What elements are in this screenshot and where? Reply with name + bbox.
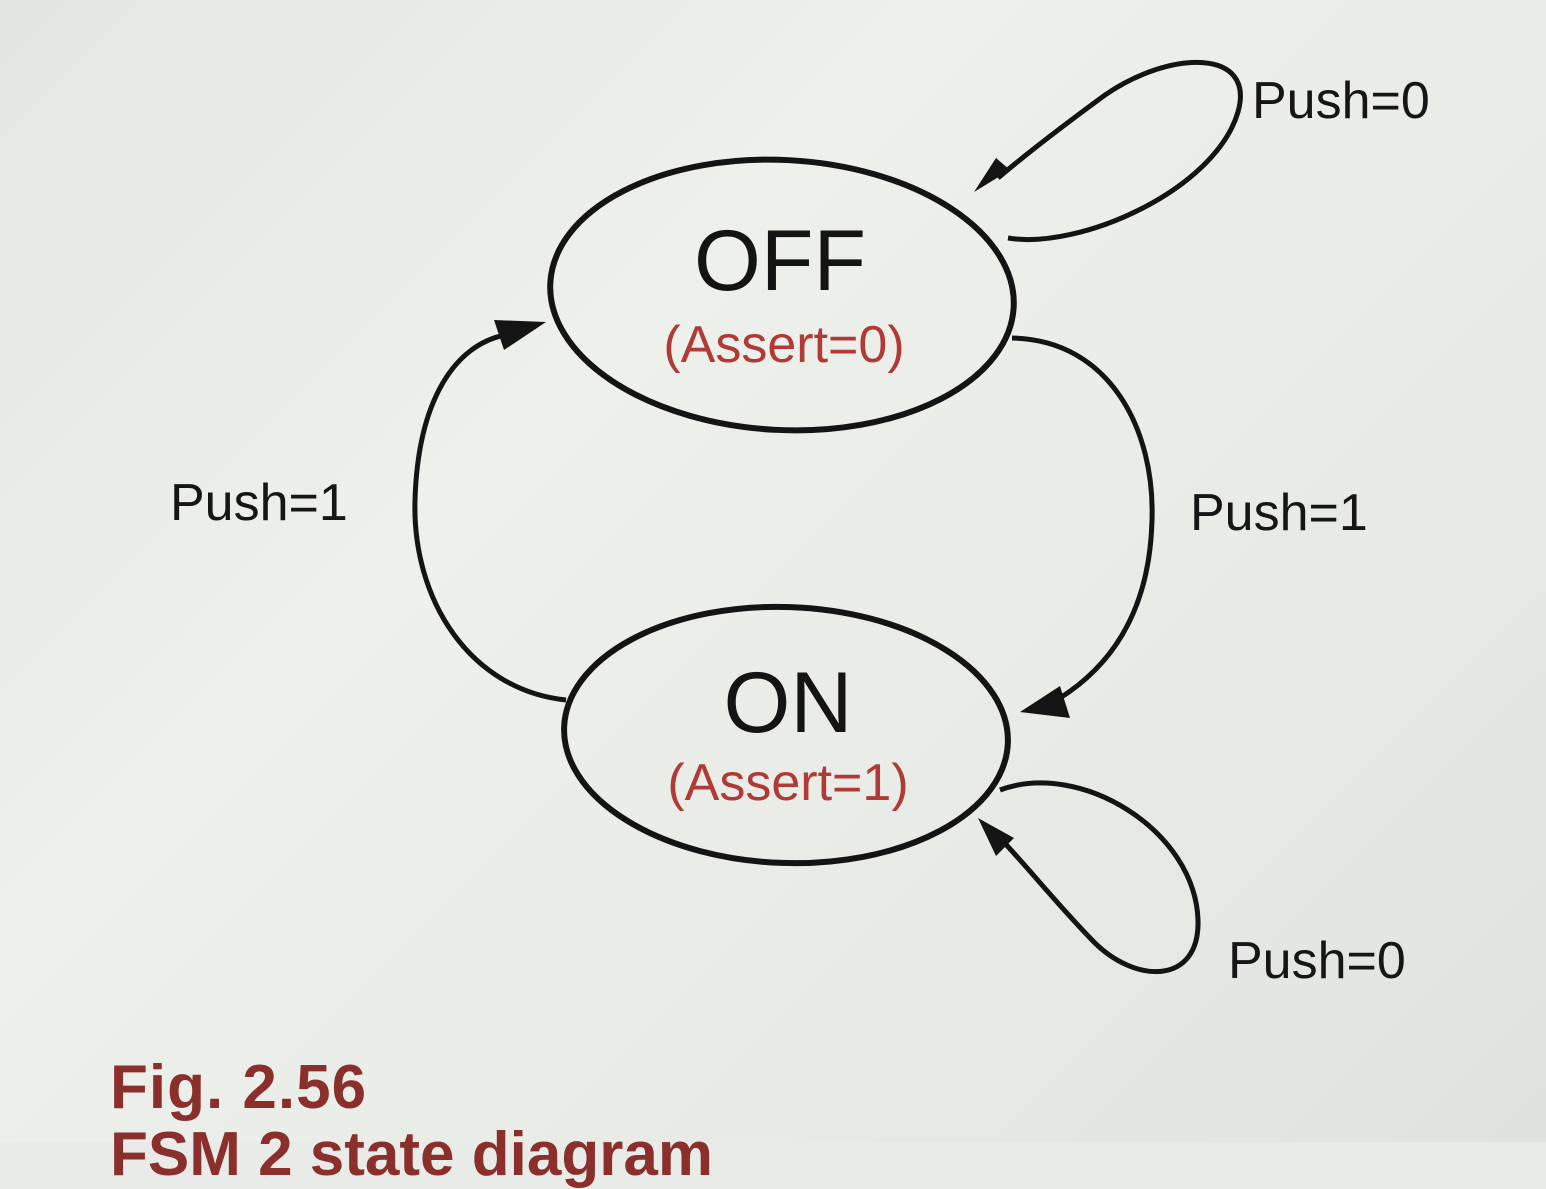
state-off: OFF (Assert=0) [547,156,1017,434]
transition-off-to-on-path [1011,335,1155,701]
state-off-name: OFF [694,213,866,309]
transition-on-to-off-arrowhead [494,320,546,350]
transition-on-self-arrowhead [978,818,1014,856]
state-off-ellipse [547,156,1017,434]
transition-off-self: Push=0 [974,60,1430,242]
state-on-name: ON [724,655,853,751]
state-diagram: OFF (Assert=0) ON (Assert=1) Push=0 Push… [170,60,1430,990]
transition-off-self-label: Push=0 [1252,72,1430,130]
transition-on-to-off: Push=1 [170,320,567,703]
state-off-output: (Assert=0) [663,316,904,374]
figure-caption-subtitle-text: FSM 2 state diagram [110,1120,713,1189]
state-on-output: (Assert=1) [667,754,908,812]
transition-off-self-path [996,60,1243,242]
transition-on-self-path [998,780,1201,974]
transition-on-self-label: Push=0 [1228,932,1406,990]
transition-off-to-on: Push=1 [1011,335,1368,718]
state-on: ON (Assert=1) [561,603,1011,867]
transition-off-to-on-label: Push=1 [1190,484,1368,542]
figure-caption-subtitle: FSM 2 state diagram [110,1124,730,1186]
transition-off-self-arrowhead [974,158,1010,192]
transition-on-to-off-path [412,332,567,703]
figure-caption: Fig. 2.56 [110,1053,368,1122]
state-on-ellipse [561,603,1011,867]
transition-off-to-on-arrowhead [1020,686,1070,718]
transition-on-to-off-label: Push=1 [170,474,348,532]
transition-on-self: Push=0 [978,780,1406,990]
